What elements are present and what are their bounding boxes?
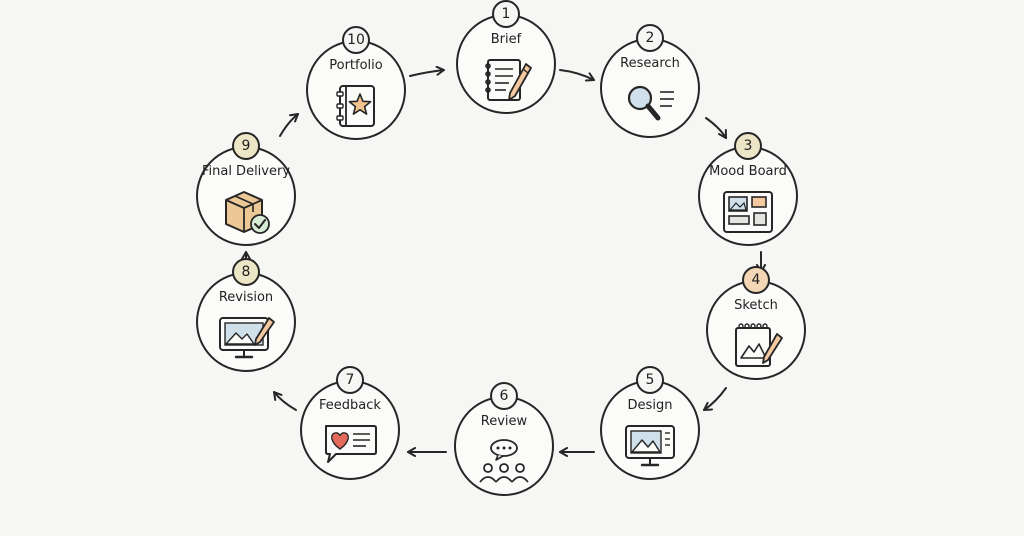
step-final-delivery: 9 Final Delivery — [196, 132, 296, 246]
step-number-badge: 9 — [232, 132, 260, 160]
step-portfolio: 10 Portfolio — [306, 26, 406, 140]
arrow-2-to-3 — [705, 117, 727, 139]
step-number-badge: 10 — [342, 26, 370, 54]
step-review: 6 Review — [454, 382, 554, 496]
step-label: Brief — [490, 32, 522, 47]
step-label: Mood Board — [709, 164, 787, 179]
arrow-4-to-5 — [703, 387, 727, 411]
step-feedback: 7 Feedback — [300, 366, 400, 480]
step-number-badge: 8 — [232, 258, 260, 286]
arrow-7-to-8 — [273, 391, 297, 411]
step-label: Sketch — [734, 298, 778, 313]
notebook-pen-icon — [476, 56, 536, 104]
portfolio-star-icon — [326, 82, 386, 130]
arrow-1-to-2 — [559, 69, 595, 82]
step-research: 2 Research — [600, 24, 700, 138]
step-label: Review — [480, 414, 528, 429]
monitor-edit-icon — [216, 314, 276, 362]
step-label: Feedback — [319, 398, 381, 413]
step-number-badge: 1 — [492, 0, 520, 28]
step-number-badge: 4 — [742, 266, 770, 294]
step-label: Revision — [218, 290, 274, 305]
step-brief: 1 Brief — [456, 0, 556, 114]
step-number-badge: 5 — [636, 366, 664, 394]
step-number-badge: 3 — [734, 132, 762, 160]
magnifier-icon — [620, 80, 680, 128]
step-label: Final Delivery — [201, 164, 291, 179]
mood-board-icon — [718, 188, 778, 236]
arrow-9-to-10 — [279, 113, 299, 137]
group-discussion-icon — [474, 438, 534, 486]
sketchbook-pencil-icon — [726, 322, 786, 370]
step-number-badge: 7 — [336, 366, 364, 394]
feedback-heart-icon — [320, 422, 380, 470]
step-sketch: 4 Sketch — [706, 266, 806, 380]
step-number-badge: 6 — [490, 382, 518, 410]
step-label: Design — [627, 398, 673, 413]
step-revision: 8 Revision — [196, 258, 296, 372]
step-label: Research — [620, 56, 680, 71]
step-number-badge: 2 — [636, 24, 664, 52]
step-design: 5 Design — [600, 366, 700, 480]
step-label: Portfolio — [329, 58, 383, 73]
monitor-design-icon — [620, 422, 680, 470]
package-check-icon — [216, 188, 276, 236]
step-mood-board: 3 Mood Board — [698, 132, 798, 246]
arrow-10-to-1 — [409, 65, 445, 77]
